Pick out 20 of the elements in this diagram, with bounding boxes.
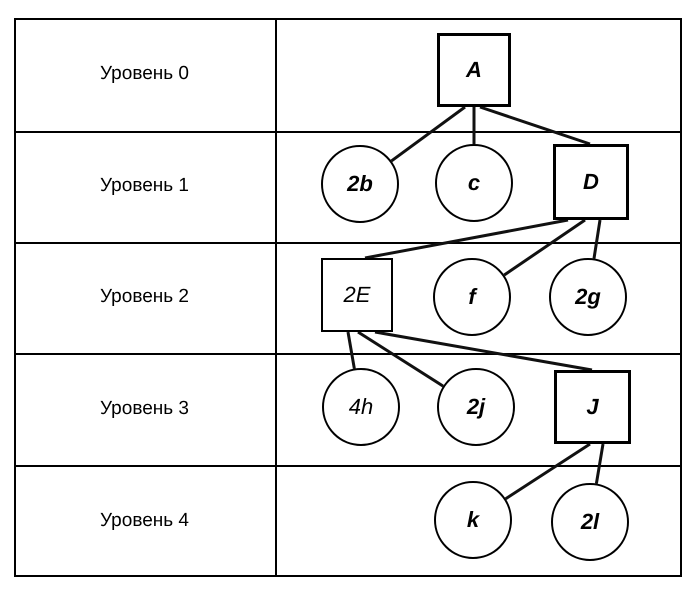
level-label: Уровень 1	[100, 174, 190, 198]
connector-line	[374, 330, 592, 372]
connector-line	[594, 444, 604, 484]
level-label: Уровень 3	[100, 396, 190, 421]
square-node: D	[553, 144, 629, 220]
level-label: Уровень 4	[100, 508, 190, 533]
connector-line	[504, 442, 591, 500]
connector-line	[592, 220, 602, 259]
square-node: 2E	[321, 258, 393, 332]
connector-line	[503, 218, 586, 276]
square-node: A	[437, 33, 511, 107]
level-label: Уровень 2	[100, 285, 190, 310]
connector-line	[364, 218, 568, 260]
level-label: Уровень 0	[100, 62, 190, 86]
connector-line	[480, 106, 590, 146]
connector-line	[390, 106, 466, 162]
connector-line	[472, 107, 476, 144]
connector-line	[346, 332, 356, 369]
connector-line	[357, 330, 444, 388]
square-node: J	[554, 370, 631, 444]
